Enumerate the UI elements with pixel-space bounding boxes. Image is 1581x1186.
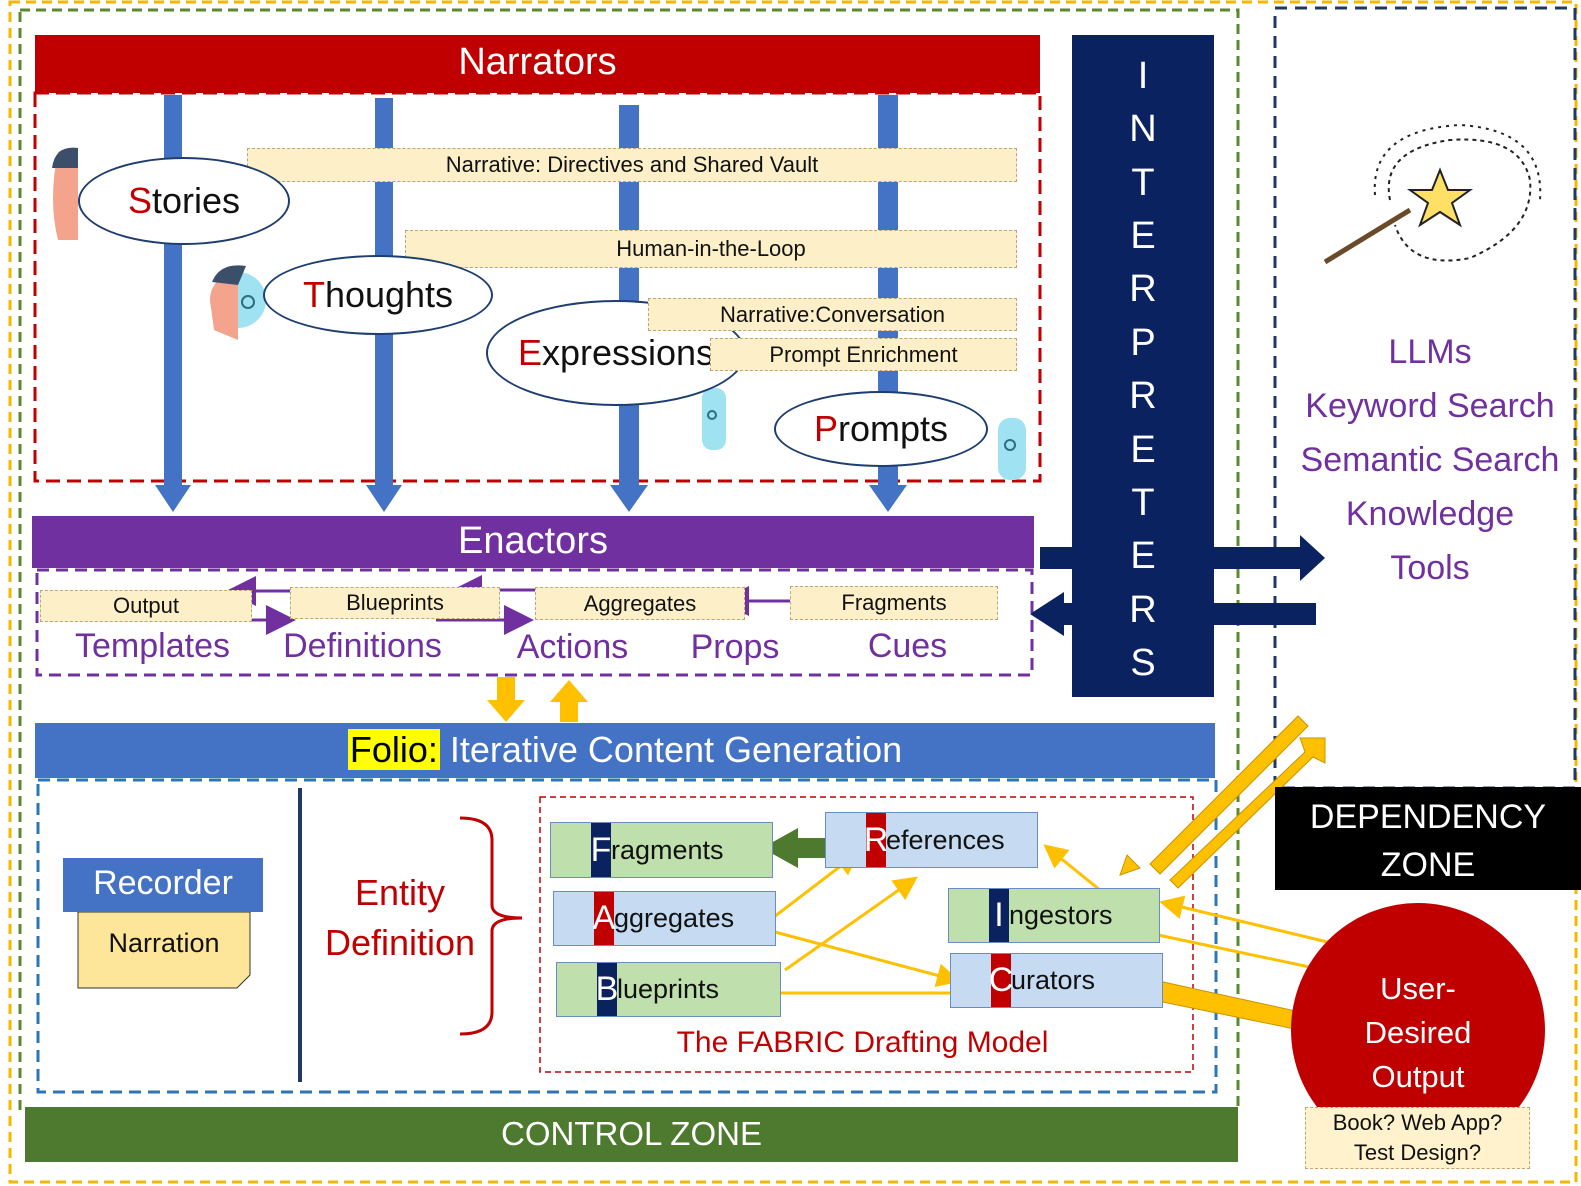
folio-sync-arrows bbox=[487, 677, 588, 722]
folio-highlight: Folio: bbox=[347, 729, 440, 770]
narrators-bar bbox=[35, 35, 1040, 93]
interpreters-letter: E bbox=[1130, 535, 1156, 578]
control-zone-bar bbox=[25, 1107, 1238, 1162]
folio-zone bbox=[36, 778, 1218, 1094]
dependency-list: LLMs Keyword Search Semantic Search Know… bbox=[1285, 325, 1575, 595]
robot-human-icon-2 bbox=[210, 265, 266, 340]
fabric-caption: The FABRIC Drafting Model bbox=[676, 1026, 1049, 1059]
narration-note: Narration bbox=[108, 928, 220, 958]
interpreters-letter: T bbox=[1131, 481, 1155, 524]
fabric-blueprints: B lueprints bbox=[556, 962, 781, 1017]
entity-brace bbox=[459, 816, 523, 1036]
enactor-output: Output bbox=[40, 590, 252, 622]
banner-hitl: Human-in-the-Loop bbox=[405, 230, 1017, 268]
interpreter-side-arrows bbox=[1030, 535, 1325, 636]
folio-subtitle: Iterative Content Generation bbox=[449, 729, 903, 770]
enactors-zone bbox=[35, 568, 1034, 677]
dependency-zone-label: DEPENDENCY ZONE bbox=[1309, 798, 1547, 884]
interpreters-bar bbox=[1072, 35, 1214, 697]
interpreters-letter: N bbox=[1129, 108, 1157, 151]
user-output-label: User- Desired Output bbox=[1364, 971, 1472, 1094]
interpreters-letter: E bbox=[1130, 215, 1156, 258]
dep-llms: LLMs bbox=[1388, 333, 1472, 371]
interpreters-letter: E bbox=[1130, 428, 1156, 471]
enactor-actions: Actions bbox=[516, 628, 629, 666]
interpreters-letter: T bbox=[1131, 161, 1155, 204]
dep-knowledge: Knowledge bbox=[1345, 495, 1515, 533]
enactor-templates: Templates bbox=[75, 627, 230, 665]
banner-directives: Narrative: Directives and Shared Vault bbox=[247, 148, 1017, 182]
enactor-definitions: Definitions bbox=[283, 627, 442, 665]
enactor-aggregates: Aggregates bbox=[535, 587, 745, 620]
output-examples-note: Book? Web App? Test Design? bbox=[1305, 1107, 1530, 1169]
dep-keyword-search: Keyword Search bbox=[1305, 387, 1555, 425]
control-zone-label: CONTROL ZONE bbox=[501, 1115, 762, 1152]
enactor-props: Props bbox=[690, 628, 780, 666]
interpreters-letter: I bbox=[1137, 55, 1149, 97]
banner-conversation: Narrative:Conversation bbox=[648, 298, 1017, 331]
dep-semantic-search: Semantic Search bbox=[1300, 441, 1560, 479]
recorder-title: Recorder bbox=[93, 864, 233, 902]
interpreters-letter: R bbox=[1129, 375, 1157, 418]
fabric-frame bbox=[539, 796, 1194, 1073]
folio-bar bbox=[35, 723, 1215, 778]
outer-zone-border bbox=[8, 0, 1578, 1184]
human-icon-1 bbox=[52, 147, 78, 240]
recorder-box bbox=[63, 858, 263, 912]
fabric-fragments: F ragments bbox=[550, 822, 773, 878]
fabric-curators: C urators bbox=[950, 953, 1163, 1008]
fabric-green-arrow bbox=[762, 828, 830, 868]
entity-definition: Entity Definition bbox=[324, 872, 476, 963]
dependency-zone-box bbox=[1275, 787, 1581, 890]
narrators-zone bbox=[33, 91, 1042, 483]
narrators-title: Narrators bbox=[458, 41, 617, 83]
fabric-references: R eferences bbox=[825, 812, 1038, 868]
interpreters-letter: R bbox=[1129, 268, 1157, 311]
magic-wand-icon bbox=[1323, 123, 1542, 265]
robot-icon-4 bbox=[998, 418, 1026, 480]
fabric-aggregates: A ggregates bbox=[553, 891, 776, 946]
enactor-cues: Cues bbox=[867, 627, 948, 665]
folio-title: Folio: Iterative Content Generation bbox=[35, 729, 1215, 771]
dep-tools: Tools bbox=[1390, 549, 1470, 587]
external-gold-arrows bbox=[1119, 715, 1337, 1041]
interpreters-letter: R bbox=[1129, 588, 1157, 631]
user-output-circle bbox=[1291, 903, 1545, 1157]
interpreters-letter: S bbox=[1130, 641, 1156, 684]
interpreters-letter: P bbox=[1130, 321, 1156, 364]
banner-enrichment: Prompt Enrichment bbox=[710, 338, 1017, 371]
enactor-fragments: Fragments bbox=[790, 586, 998, 620]
enactors-bar bbox=[32, 516, 1034, 568]
fabric-ingestors: I ngestors bbox=[948, 888, 1160, 943]
robot-icon-3 bbox=[702, 388, 726, 450]
enactor-blueprints: Blueprints bbox=[290, 587, 500, 619]
enactors-title: Enactors bbox=[458, 520, 608, 562]
